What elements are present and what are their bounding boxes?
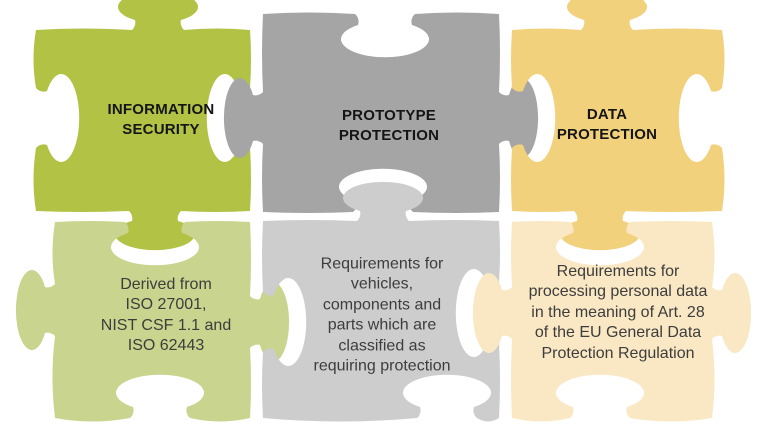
puzzle-piece-information-security-description [15,221,290,422]
puzzle-piece-data-protection [511,0,725,251]
puzzle-piece-prototype-protection [223,12,539,213]
puzzle-piece-data-protection-description [472,221,752,422]
puzzle-piece-prototype-protection-description [262,181,500,422]
puzzle-piece-information-security [33,0,251,251]
